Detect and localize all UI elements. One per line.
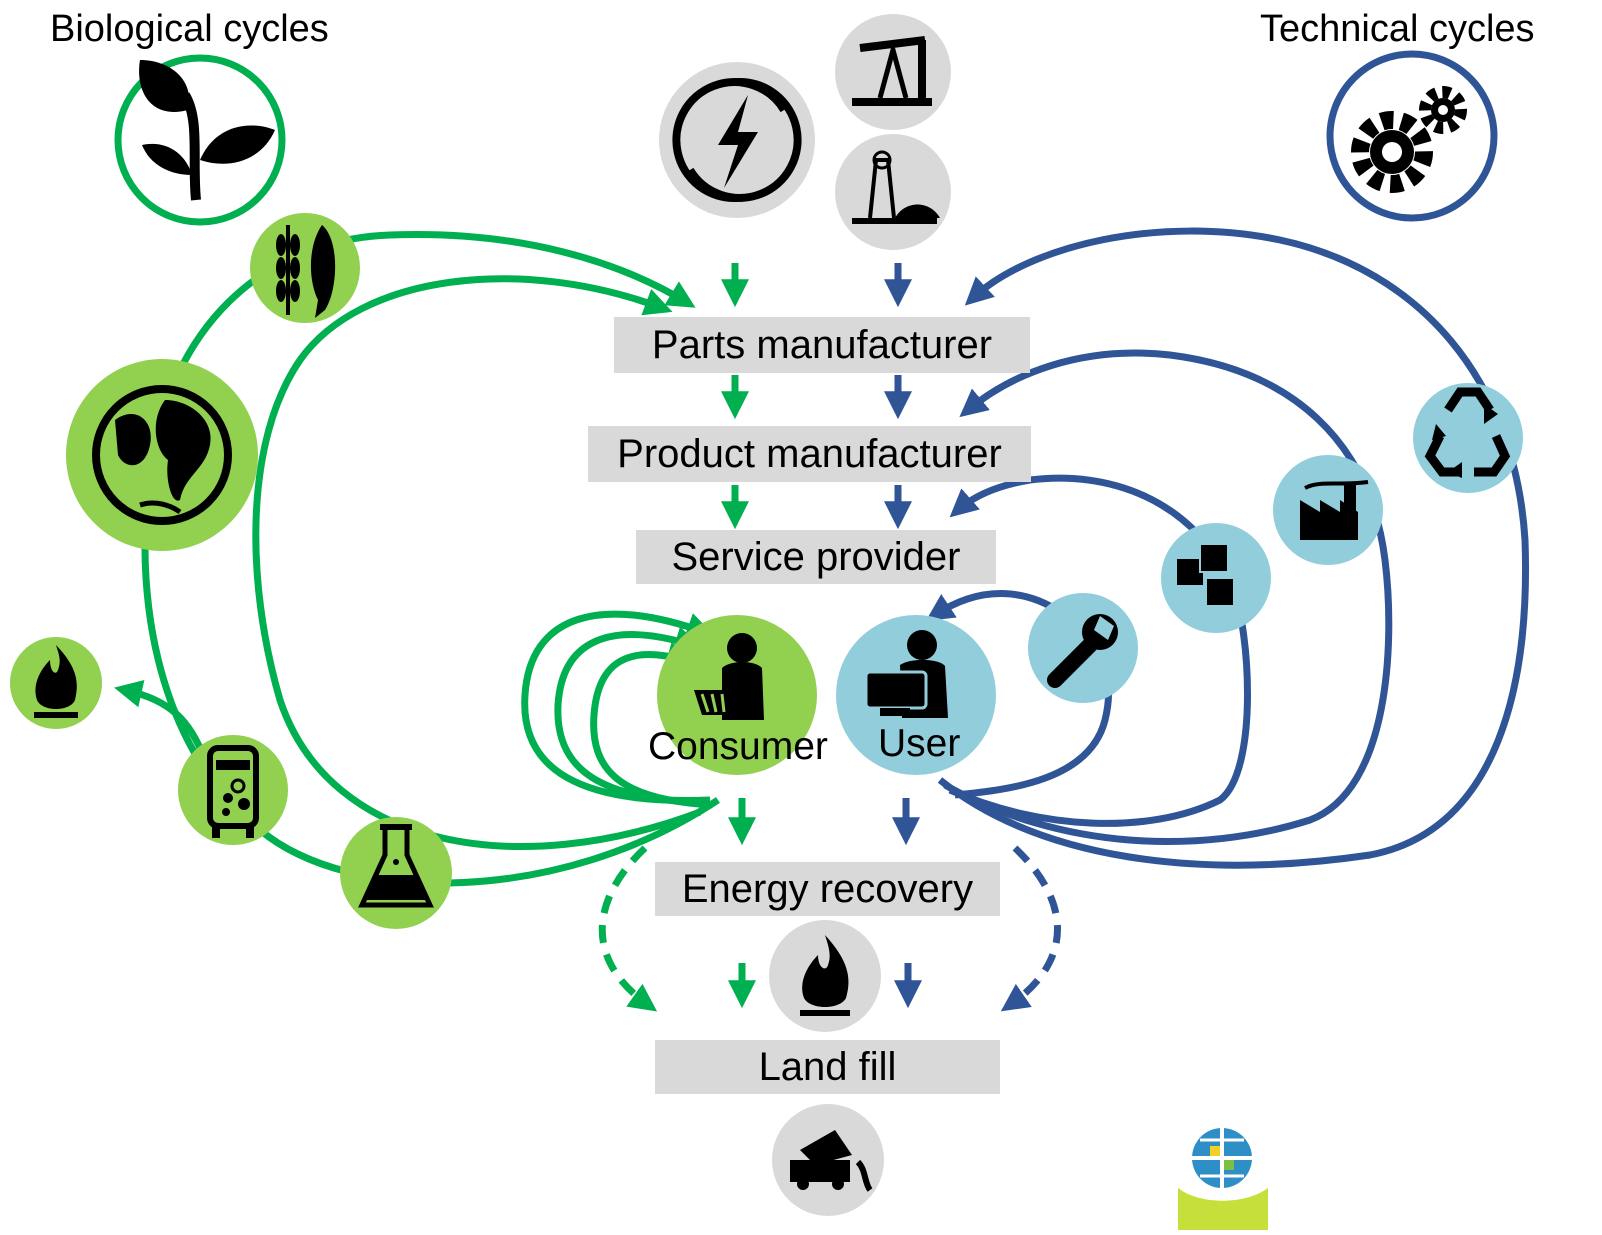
flow-arrows bbox=[721, 263, 922, 1009]
consumer-loop-3 bbox=[590, 642, 713, 809]
parts-manufacturer-box: Parts manufacturer bbox=[614, 317, 1030, 373]
boxes-icon bbox=[1161, 523, 1271, 633]
technical-cycles-heading: Technical cycles bbox=[1260, 8, 1535, 50]
land-fill-box: Land fill bbox=[655, 1040, 1000, 1094]
coal-mine-icon bbox=[835, 134, 951, 250]
biogas-digester-icon bbox=[178, 735, 288, 845]
recycle-loop bbox=[937, 227, 1529, 869]
bio-landfill-dashed bbox=[598, 845, 658, 1012]
tech-landfill-dashed bbox=[1000, 845, 1061, 1012]
energy-recovery-box: Energy recovery bbox=[655, 862, 1000, 916]
wrench-icon bbox=[1028, 593, 1138, 703]
factory-icon bbox=[1273, 455, 1383, 565]
plant-icon bbox=[114, 54, 286, 226]
dump-truck-icon bbox=[772, 1104, 884, 1216]
globe-icon bbox=[66, 359, 258, 551]
flask-icon bbox=[340, 817, 452, 929]
consumer-loop-2 bbox=[554, 626, 711, 807]
shopper-icon bbox=[657, 615, 817, 775]
wheat-fish-icon bbox=[250, 213, 360, 323]
recycle-icon bbox=[1413, 383, 1523, 493]
fire-icon bbox=[769, 920, 881, 1032]
product-manufacturer-box: Product manufacturer bbox=[588, 426, 1031, 482]
fire-icon bbox=[10, 637, 102, 729]
user-label: User bbox=[878, 722, 961, 765]
globe-logo-icon bbox=[1178, 1128, 1268, 1230]
refurbish-loop bbox=[943, 349, 1393, 846]
renewable-energy-icon bbox=[659, 62, 815, 218]
service-provider-box: Service provider bbox=[636, 530, 996, 584]
gears-icon bbox=[1326, 50, 1498, 222]
biological-cycles-heading: Biological cycles bbox=[50, 8, 329, 50]
consumer-loop-1 bbox=[521, 610, 715, 804]
consumer-label: Consumer bbox=[648, 725, 828, 768]
computer-user-icon bbox=[836, 615, 996, 775]
inner-bio-loop bbox=[252, 275, 702, 851]
oil-pump-icon bbox=[835, 14, 951, 130]
